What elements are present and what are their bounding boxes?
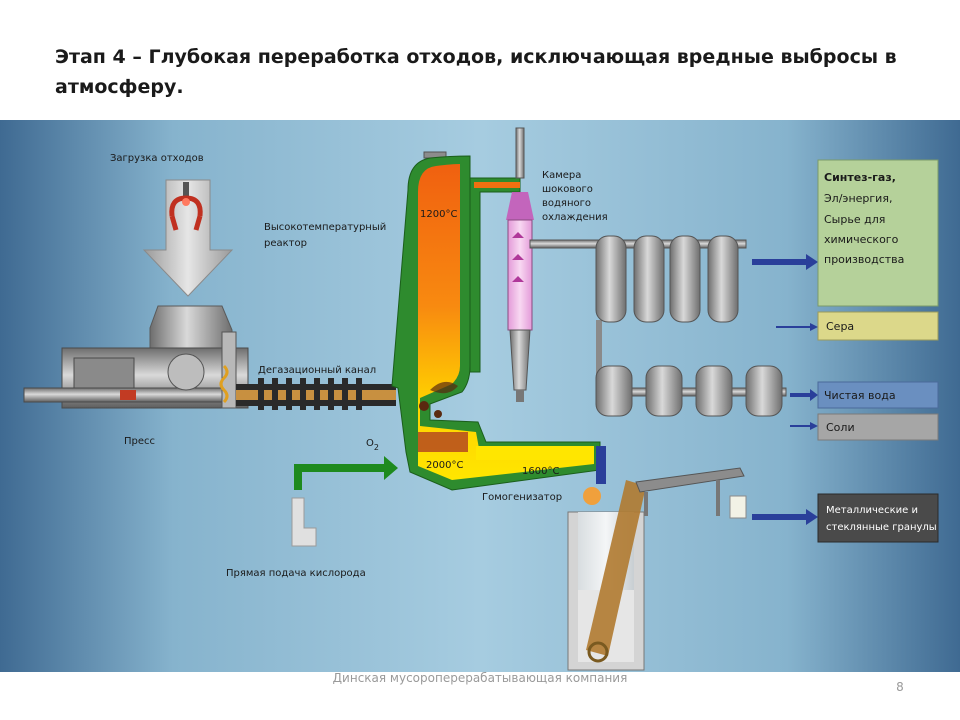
molten-layer xyxy=(418,432,468,452)
camera-label-line2: шокового xyxy=(542,184,593,195)
conveyor-belt xyxy=(635,467,745,493)
granules-line2: стеклянные гранулы xyxy=(826,522,937,533)
quench-column xyxy=(507,219,533,331)
syngas-line2: Эл/энергия, xyxy=(824,192,892,205)
gas-cleaning-tanks xyxy=(529,235,787,417)
sulfur-label: Сера xyxy=(826,320,854,333)
salts-arrow xyxy=(790,422,818,430)
temp-1600-label: 1600°C xyxy=(522,466,559,477)
oxygen-label: Прямая подача кислорода xyxy=(226,568,366,579)
reactor-label-line1: Высокотемпературный xyxy=(264,222,386,233)
temp-2000-label: 2000°C xyxy=(426,460,463,471)
slide-title: Этап 4 – Глубокая переработка отходов, и… xyxy=(55,46,897,98)
homogenizer-label: Гомогенизатор xyxy=(482,492,562,503)
granule-container xyxy=(729,495,747,519)
oxygen-vessel xyxy=(291,497,317,547)
loading-arrow xyxy=(142,179,234,297)
granules-box xyxy=(817,493,939,543)
syngas-line4: химического xyxy=(824,233,899,246)
granules-arrow xyxy=(752,509,818,525)
syngas-box xyxy=(817,159,939,307)
o2-label: O2 xyxy=(366,438,379,452)
salts-label: Соли xyxy=(826,421,855,434)
process-diagram: Загрузка отходов Пресс Дегазационный кан… xyxy=(0,120,960,672)
slide-number: 8 xyxy=(896,680,904,694)
outlet-gate xyxy=(596,446,606,484)
syngas-line5: производства xyxy=(824,253,904,266)
grab-claw-icon xyxy=(169,182,203,231)
camera-label-line4: охлаждения xyxy=(542,212,608,223)
temp-1200-label: 1200°C xyxy=(420,209,457,220)
bucket-elevator xyxy=(586,480,646,656)
sulfur-box xyxy=(817,311,939,341)
press-unit: Пресс xyxy=(23,305,249,447)
high-temperature-reactor: 1200°C 2000°C 1600°C Высокотемпературный… xyxy=(264,151,606,505)
shock-cooling-chamber: Камера шокового водяного охлаждения xyxy=(506,127,608,402)
water-label: Чистая вода xyxy=(824,389,896,402)
output-arrows xyxy=(752,254,818,525)
syngas-line1: Синтез-газ, xyxy=(824,171,896,184)
loading-label: Загрузка отходов xyxy=(110,153,204,164)
reactor-label-line2: реактор xyxy=(264,238,307,249)
footer-company: Динская мусороперерабатывающая компания xyxy=(332,671,628,685)
granulation-unit xyxy=(567,467,747,671)
oxygen-supply: O2 Прямая подача кислорода xyxy=(226,438,398,579)
camera-label-line1: Камера xyxy=(542,170,581,181)
camera-label-line3: водяного xyxy=(542,198,591,209)
degassing-label: Дегазационный канал xyxy=(258,365,376,376)
degassing-channel: Дегазационный канал xyxy=(236,365,396,410)
syngas-line3: Сырье для xyxy=(824,213,885,226)
water-box xyxy=(817,381,939,409)
oxygen-arrow xyxy=(294,456,398,490)
salts-box xyxy=(817,413,939,441)
water-arrow xyxy=(790,389,818,401)
waste-loading: Загрузка отходов xyxy=(110,153,234,297)
syngas-arrow xyxy=(752,254,818,270)
output-boxes: Синтез-газ, Эл/энергия, Сырье для химиче… xyxy=(817,159,939,543)
homogenizer-channel xyxy=(476,446,594,460)
granules-line1: Металлические и xyxy=(826,505,918,516)
press-label: Пресс xyxy=(124,436,155,447)
sulfur-arrow xyxy=(776,323,818,331)
